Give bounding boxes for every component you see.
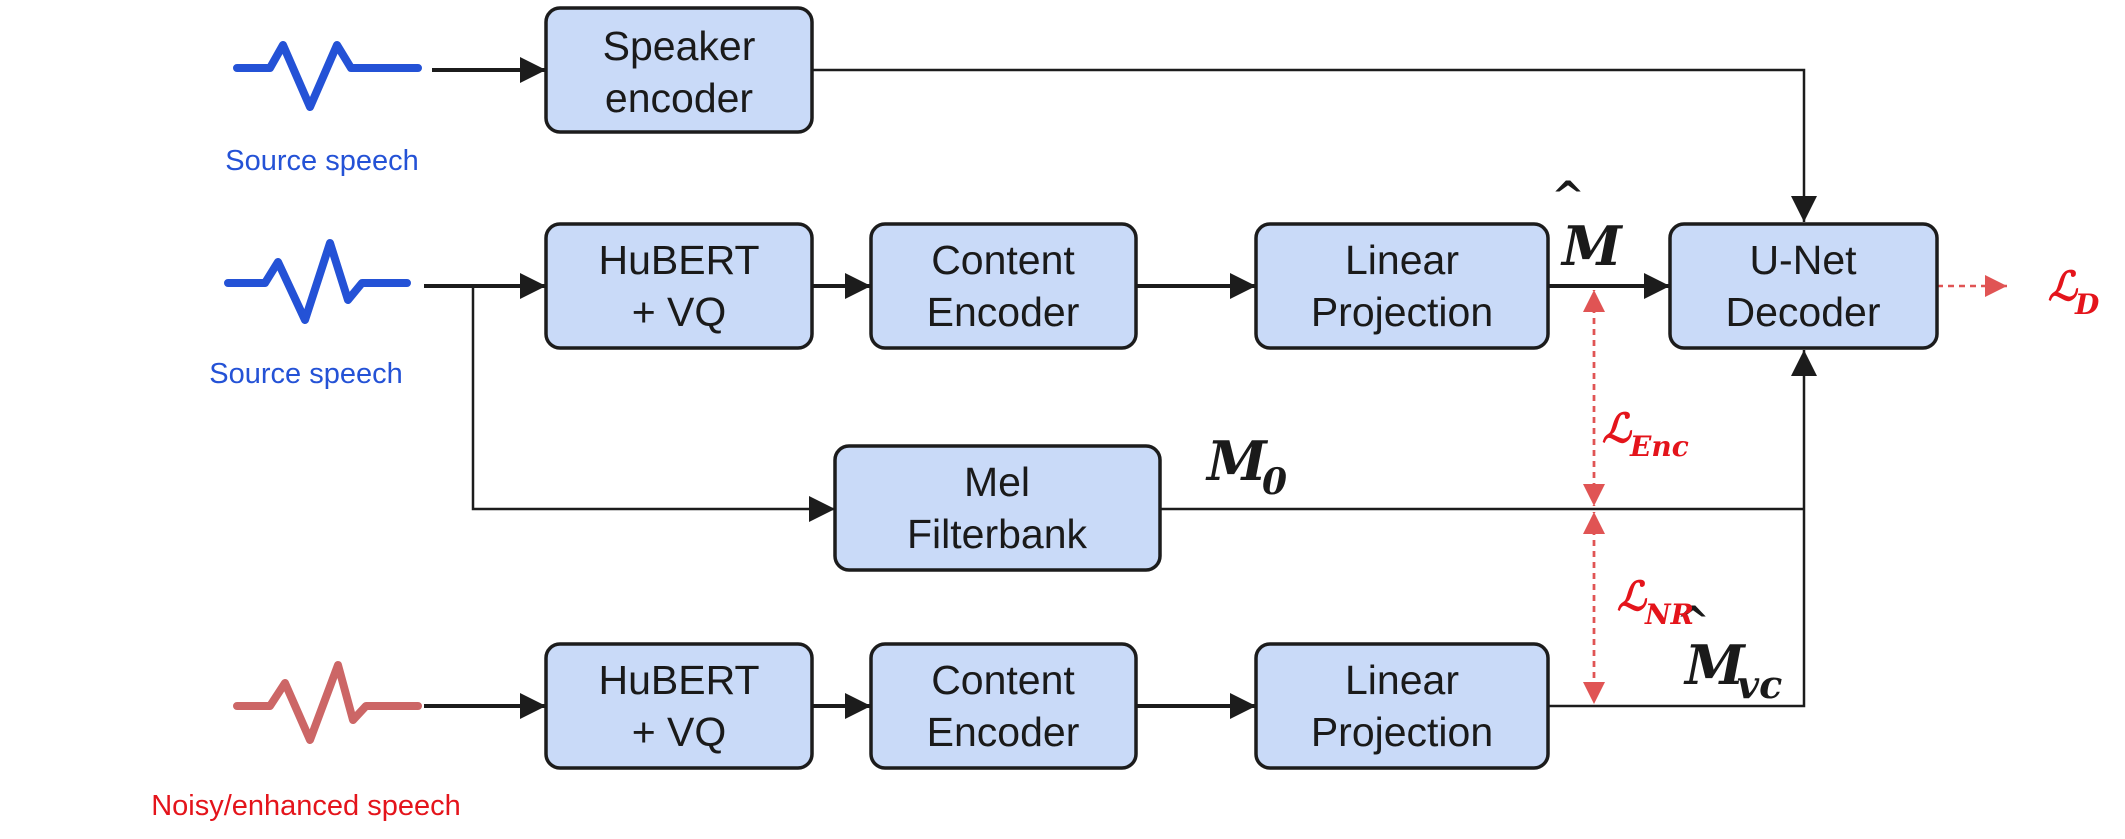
hubert-vq-top-line-1: HuBERT: [598, 237, 759, 283]
linear-projection-block-top: Linear Projection: [1254, 222, 1550, 350]
hubert-vq-block-bottom: HuBERT + VQ: [544, 642, 814, 770]
loss-d-symbol: ℒ: [2048, 263, 2079, 310]
linear-projection-top-line-2: Projection: [1311, 289, 1493, 335]
m-zero-label: M 0: [1205, 429, 1287, 503]
m-hat-label: ^ M: [1551, 173, 1624, 278]
linear-projection-bottom-line-2: Projection: [1311, 709, 1493, 755]
m-hat-base: M: [1560, 214, 1624, 278]
content-encoder-top-line-2: Encoder: [927, 289, 1080, 335]
speaker-encoder-block: Speaker encoder: [544, 6, 814, 134]
m-hat-vc-label: ^ M vc: [1676, 598, 1782, 707]
mel-filterbank-line-1: Mel: [964, 459, 1030, 505]
content-encoder-top-line-1: Content: [931, 237, 1075, 283]
loss-lines: [1583, 275, 2007, 704]
content-encoder-bottom-line-1: Content: [931, 657, 1075, 703]
source-speech-label-1: Source speech: [225, 145, 418, 177]
noisy-speech-label: Noisy/enhanced speech: [151, 790, 461, 822]
signal-wires: [424, 57, 1817, 719]
unet-decoder-line-2: Decoder: [1726, 289, 1881, 335]
hubert-vq-top-line-2: + VQ: [632, 289, 727, 335]
speaker-encoder-line-2: encoder: [605, 75, 753, 121]
loss-nr-sub: NR: [1644, 598, 1694, 631]
linear-projection-top-line-1: Linear: [1345, 237, 1459, 283]
loss-nr-label: ℒ NR: [1617, 573, 1694, 631]
speaker-encoder-line-1: Speaker: [603, 23, 756, 69]
m-hat-accent: ^: [1551, 173, 1585, 220]
unet-decoder-block: U-Net Decoder: [1668, 222, 1939, 350]
linear-projection-block-bottom: Linear Projection: [1254, 642, 1550, 770]
waveform-icon-source-1: [233, 41, 422, 111]
m-zero-base: M: [1205, 429, 1269, 493]
content-encoder-block-top: Content Encoder: [869, 222, 1138, 350]
m-hat-vc-accent: ^: [1676, 598, 1710, 645]
mel-filterbank-line-2: Filterbank: [907, 511, 1088, 557]
loss-enc-symbol: ℒ: [1602, 405, 1633, 452]
waveform-icon-noisy: [233, 661, 422, 744]
loss-enc-label: ℒ Enc: [1602, 405, 1689, 463]
m-hat-vc-base: M: [1683, 633, 1747, 697]
waveform-icon-source-2: [224, 239, 411, 324]
content-encoder-block-bottom: Content Encoder: [869, 642, 1138, 770]
loss-d-sub: D: [2074, 288, 2100, 321]
mel-filterbank-block: Mel Filterbank: [833, 444, 1162, 572]
hubert-vq-bottom-line-1: HuBERT: [598, 657, 759, 703]
linear-projection-bottom-line-1: Linear: [1345, 657, 1459, 703]
source-speech-label-2: Source speech: [209, 358, 402, 390]
unet-decoder-line-1: U-Net: [1749, 237, 1857, 283]
hubert-vq-bottom-line-2: + VQ: [632, 709, 727, 755]
loss-d-label: ℒ D: [2048, 263, 2100, 321]
m-hat-vc-sub: vc: [1737, 662, 1782, 707]
loss-enc-sub: Enc: [1629, 430, 1689, 463]
m-zero-sub: 0: [1262, 461, 1287, 503]
content-encoder-bottom-line-2: Encoder: [927, 709, 1080, 755]
hubert-vq-block-top: HuBERT + VQ: [544, 222, 814, 350]
loss-nr-symbol: ℒ: [1617, 573, 1648, 620]
